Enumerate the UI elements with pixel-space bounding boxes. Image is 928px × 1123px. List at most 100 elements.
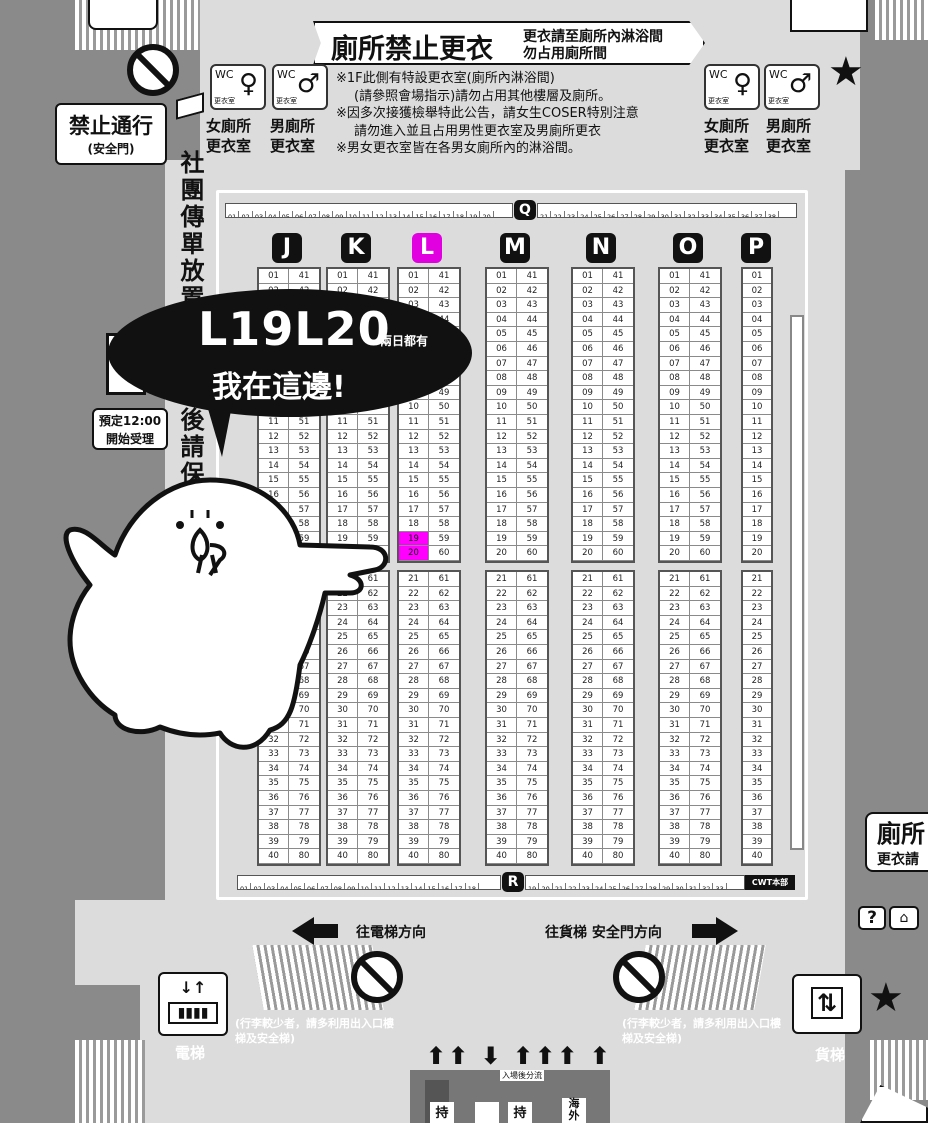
booth-p05[interactable]: 05 — [743, 327, 771, 342]
booth-n54[interactable]: 54 — [603, 459, 633, 474]
booth-k51[interactable]: 51 — [358, 415, 388, 430]
booth-k35[interactable]: 35 — [328, 776, 358, 791]
booth-p24[interactable]: 24 — [743, 616, 771, 631]
row-booth[interactable]: 09 — [333, 211, 347, 217]
booth-o23[interactable]: 23 — [660, 601, 690, 616]
booth-l72[interactable]: 72 — [429, 733, 459, 748]
booth-l70[interactable]: 70 — [429, 703, 459, 718]
booth-m40[interactable]: 40 — [487, 849, 517, 864]
booth-k13[interactable]: 13 — [328, 444, 358, 459]
row-booth[interactable]: 11 — [360, 211, 374, 217]
booth-n04[interactable]: 04 — [573, 312, 603, 328]
row-booth[interactable]: 14 — [400, 211, 414, 217]
booth-m51[interactable]: 51 — [517, 415, 547, 430]
booth-k39[interactable]: 39 — [328, 834, 358, 850]
booth-p12[interactable]: 12 — [743, 430, 771, 445]
booth-m11[interactable]: 11 — [487, 415, 517, 430]
booth-m56[interactable]: 56 — [517, 488, 547, 503]
booth-m13[interactable]: 13 — [487, 444, 517, 459]
booth-j34[interactable]: 34 — [259, 761, 289, 777]
booth-n46[interactable]: 46 — [603, 342, 633, 357]
booth-o07[interactable]: 07 — [660, 356, 690, 372]
booth-o38[interactable]: 38 — [660, 820, 690, 835]
booth-n33[interactable]: 33 — [573, 747, 603, 762]
booth-k38[interactable]: 38 — [328, 820, 358, 835]
booth-l33[interactable]: 33 — [399, 747, 429, 762]
booth-n67[interactable]: 67 — [603, 660, 633, 675]
booth-o50[interactable]: 50 — [690, 400, 720, 415]
booth-n07[interactable]: 07 — [573, 356, 603, 372]
booth-l35[interactable]: 35 — [399, 776, 429, 791]
booth-l51[interactable]: 51 — [429, 415, 459, 430]
booth-o45[interactable]: 45 — [690, 327, 720, 342]
booth-n45[interactable]: 45 — [603, 327, 633, 342]
booth-o36[interactable]: 36 — [660, 791, 690, 806]
booth-p28[interactable]: 28 — [743, 674, 771, 689]
booth-o64[interactable]: 64 — [690, 616, 720, 631]
booth-l37[interactable]: 37 — [399, 805, 429, 821]
booth-o43[interactable]: 43 — [690, 298, 720, 313]
booth-m04[interactable]: 04 — [487, 312, 517, 328]
row-booth[interactable]: 09 — [345, 883, 359, 889]
row-booth[interactable]: 08 — [332, 883, 346, 889]
booth-k28[interactable]: 28 — [328, 674, 358, 689]
booth-p04[interactable]: 04 — [743, 313, 771, 328]
row-booth[interactable]: 13 — [399, 883, 413, 889]
booth-k71[interactable]: 71 — [358, 718, 388, 733]
booth-l16[interactable]: 16 — [399, 488, 429, 503]
booth-m49[interactable]: 49 — [517, 386, 547, 401]
booth-o72[interactable]: 72 — [690, 733, 720, 748]
booth-m30[interactable]: 30 — [487, 703, 517, 718]
booth-l39[interactable]: 39 — [399, 834, 429, 850]
booth-p09[interactable]: 09 — [743, 386, 771, 401]
booth-n31[interactable]: 31 — [573, 718, 603, 733]
row-booth[interactable]: 31 — [687, 883, 701, 889]
booth-o39[interactable]: 39 — [660, 834, 690, 850]
booth-n22[interactable]: 22 — [573, 586, 603, 602]
row-booth[interactable]: 23 — [565, 211, 579, 217]
booth-o26[interactable]: 26 — [660, 645, 690, 660]
booth-o48[interactable]: 48 — [690, 371, 720, 386]
booth-o08[interactable]: 08 — [660, 371, 690, 386]
booth-l28[interactable]: 28 — [399, 674, 429, 689]
booth-m14[interactable]: 14 — [487, 458, 517, 474]
booth-j15[interactable]: 15 — [259, 473, 289, 488]
booth-j78[interactable]: 78 — [289, 820, 319, 835]
booth-j36[interactable]: 36 — [259, 791, 289, 806]
booth-o13[interactable]: 13 — [660, 444, 690, 459]
booth-n01[interactable]: 01 — [573, 269, 603, 284]
booth-m61[interactable]: 61 — [517, 572, 547, 587]
booth-m39[interactable]: 39 — [487, 834, 517, 850]
booth-l43[interactable]: 43 — [429, 298, 459, 313]
booth-m69[interactable]: 69 — [517, 689, 547, 704]
booth-l50[interactable]: 50 — [429, 400, 459, 415]
booth-j56[interactable]: 56 — [289, 488, 319, 503]
booth-o42[interactable]: 42 — [690, 284, 720, 299]
booth-k53[interactable]: 53 — [358, 444, 388, 459]
booth-j71[interactable]: 71 — [289, 718, 319, 733]
row-booth[interactable]: 21 — [553, 883, 567, 889]
booth-o32[interactable]: 32 — [660, 732, 690, 748]
booth-k24[interactable]: 24 — [328, 615, 358, 631]
booth-l77[interactable]: 77 — [429, 806, 459, 821]
booth-o55[interactable]: 55 — [690, 473, 720, 488]
row-booth[interactable]: 18 — [454, 211, 468, 217]
booth-n63[interactable]: 63 — [603, 601, 633, 616]
booth-o68[interactable]: 68 — [690, 674, 720, 689]
booth-o49[interactable]: 49 — [690, 386, 720, 401]
booth-j35[interactable]: 35 — [259, 776, 289, 791]
booth-m52[interactable]: 52 — [517, 430, 547, 445]
row-booth[interactable]: 15 — [413, 211, 427, 217]
booth-k37[interactable]: 37 — [328, 805, 358, 821]
booth-k41[interactable]: 41 — [358, 269, 388, 284]
booth-k34[interactable]: 34 — [328, 761, 358, 777]
booth-o76[interactable]: 76 — [690, 791, 720, 806]
booth-p29[interactable]: 29 — [743, 689, 771, 704]
booth-n16[interactable]: 16 — [573, 488, 603, 503]
booth-l79[interactable]: 79 — [429, 835, 459, 850]
booth-o54[interactable]: 54 — [690, 459, 720, 474]
booth-m72[interactable]: 72 — [517, 733, 547, 748]
booth-n77[interactable]: 77 — [603, 806, 633, 821]
booth-o28[interactable]: 28 — [660, 674, 690, 689]
booth-o01[interactable]: 01 — [660, 269, 690, 284]
